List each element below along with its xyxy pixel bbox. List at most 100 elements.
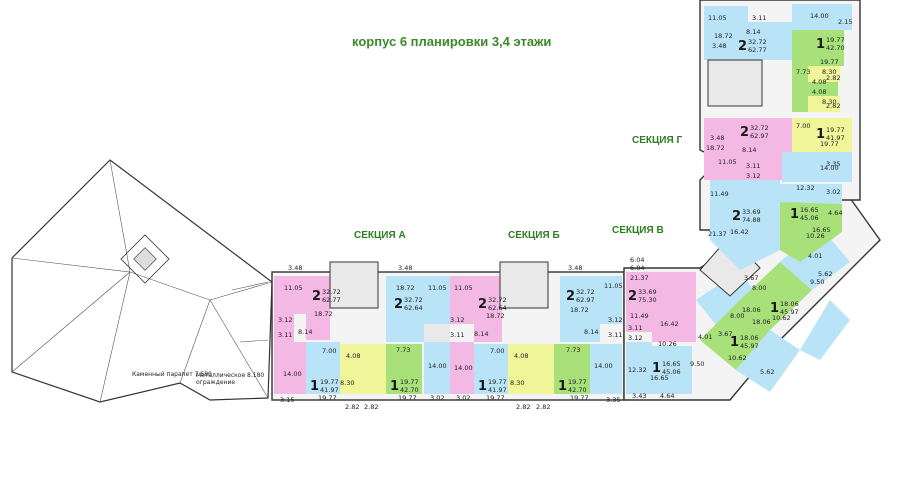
- room-area: 18.72: [396, 284, 415, 292]
- apartment-living-area: 19.77: [826, 126, 845, 134]
- room-area: 3.48: [568, 264, 582, 272]
- room-area: 3.43: [632, 392, 646, 400]
- room: [424, 324, 450, 342]
- section-g-tower: [699, 0, 861, 270]
- room-area: 3.02: [430, 394, 444, 402]
- stairwell: [329, 261, 379, 309]
- apartment-living-area: 16.65: [800, 206, 819, 214]
- room: [780, 184, 842, 204]
- room: [704, 152, 782, 180]
- room-area: 18.72: [314, 310, 333, 318]
- apartment-rooms: 2: [732, 209, 741, 224]
- room-area: 8.14: [746, 28, 760, 36]
- stairwell: [499, 261, 549, 309]
- room-area: 8.00: [730, 312, 744, 320]
- apartment-rooms: 1: [558, 379, 567, 394]
- room-area: 16.65: [650, 374, 669, 382]
- room-area: 9.50: [810, 278, 824, 286]
- apartment-total-area: 45.97: [780, 308, 799, 316]
- room: [600, 276, 622, 324]
- page-title: корпус 6 планировки 3,4 этажи: [352, 34, 552, 49]
- apartment-living-area: 32.72: [322, 288, 341, 296]
- room: [696, 270, 760, 330]
- room-area: 8.00: [752, 284, 766, 292]
- room-area: 2.15: [838, 18, 852, 26]
- room-area: 10.62: [728, 354, 747, 362]
- room-area: 3.12: [278, 316, 292, 324]
- room: [590, 344, 622, 394]
- apartment-total-area: 62.97: [576, 296, 595, 304]
- room-area: 3.11: [278, 331, 292, 339]
- room-area: 5.62: [818, 270, 832, 278]
- apartment-living-area: 32.72: [748, 38, 767, 46]
- room-area: 3.48: [398, 264, 412, 272]
- room-area: 3.12: [608, 316, 622, 324]
- room: [386, 344, 422, 394]
- apartment-total-area: 45.06: [800, 214, 819, 222]
- room-area: 3.02: [826, 188, 840, 196]
- room-area: 11.05: [604, 282, 623, 290]
- room: [748, 118, 792, 152]
- room-area: 8.30: [510, 379, 524, 387]
- room-area: 3.02: [456, 394, 470, 402]
- room-area: 4.08: [812, 88, 826, 96]
- apartment-rooms: 2: [478, 297, 487, 312]
- room: [710, 180, 780, 202]
- section-a-label: СЕКЦИЯ А: [354, 230, 406, 241]
- room-area: 19.77: [820, 58, 839, 66]
- room-area: 14.00: [428, 362, 447, 370]
- room: [780, 226, 850, 290]
- apartment-living-area: 32.72: [488, 296, 507, 304]
- apartment-total-area: 62.64: [404, 304, 423, 312]
- room-area: 2.82: [364, 403, 378, 411]
- room-area: 7.73: [396, 346, 410, 354]
- room-area: 19.77: [486, 394, 505, 402]
- room-area: 18.72: [706, 144, 725, 152]
- room-area: 8.14: [584, 328, 598, 336]
- section-g-label: СЕКЦИЯ Г: [632, 135, 683, 146]
- room-area: 11.05: [718, 158, 737, 166]
- apartment-rooms: 1: [816, 37, 825, 52]
- apartment-living-area: 18.06: [780, 300, 799, 308]
- room-area: 8.30: [340, 379, 354, 387]
- room-area: 6.04: [630, 264, 644, 272]
- room-area: 8.30: [822, 68, 836, 76]
- apartment-total-area: 42.70: [400, 386, 419, 394]
- room: [792, 30, 844, 66]
- room-area: 3.12: [628, 334, 642, 342]
- room: [780, 202, 842, 262]
- apartment-rooms: 1: [310, 379, 319, 394]
- parapet-note: Каменный парапет 7.580: [132, 371, 212, 378]
- room: [508, 344, 520, 394]
- room-area: 2.82: [826, 102, 840, 110]
- room-area: 3.12: [450, 316, 464, 324]
- room: [626, 272, 652, 332]
- room-area: 16.65: [812, 226, 831, 234]
- room: [520, 344, 554, 394]
- apartment-total-area: 45.97: [740, 342, 759, 350]
- room-area: 8.14: [474, 330, 488, 338]
- room: [652, 272, 696, 342]
- apartment-total-area: 41.97: [488, 386, 507, 394]
- room-area: 3.11: [608, 331, 622, 339]
- room: [792, 4, 852, 30]
- room: [306, 276, 330, 340]
- room-area: 4.64: [828, 209, 842, 217]
- room-area: 11.49: [630, 312, 649, 320]
- room-area: 19.77: [570, 394, 589, 402]
- room: [450, 342, 474, 394]
- apartment-total-area: 75.30: [638, 296, 657, 304]
- room-area: 2.82: [345, 403, 359, 411]
- room: [340, 344, 354, 394]
- apartment-rooms: 2: [738, 39, 747, 54]
- apartment-rooms: 1: [730, 335, 739, 350]
- room-area: 6.04: [630, 256, 644, 264]
- apartment-total-area: 62.77: [322, 296, 341, 304]
